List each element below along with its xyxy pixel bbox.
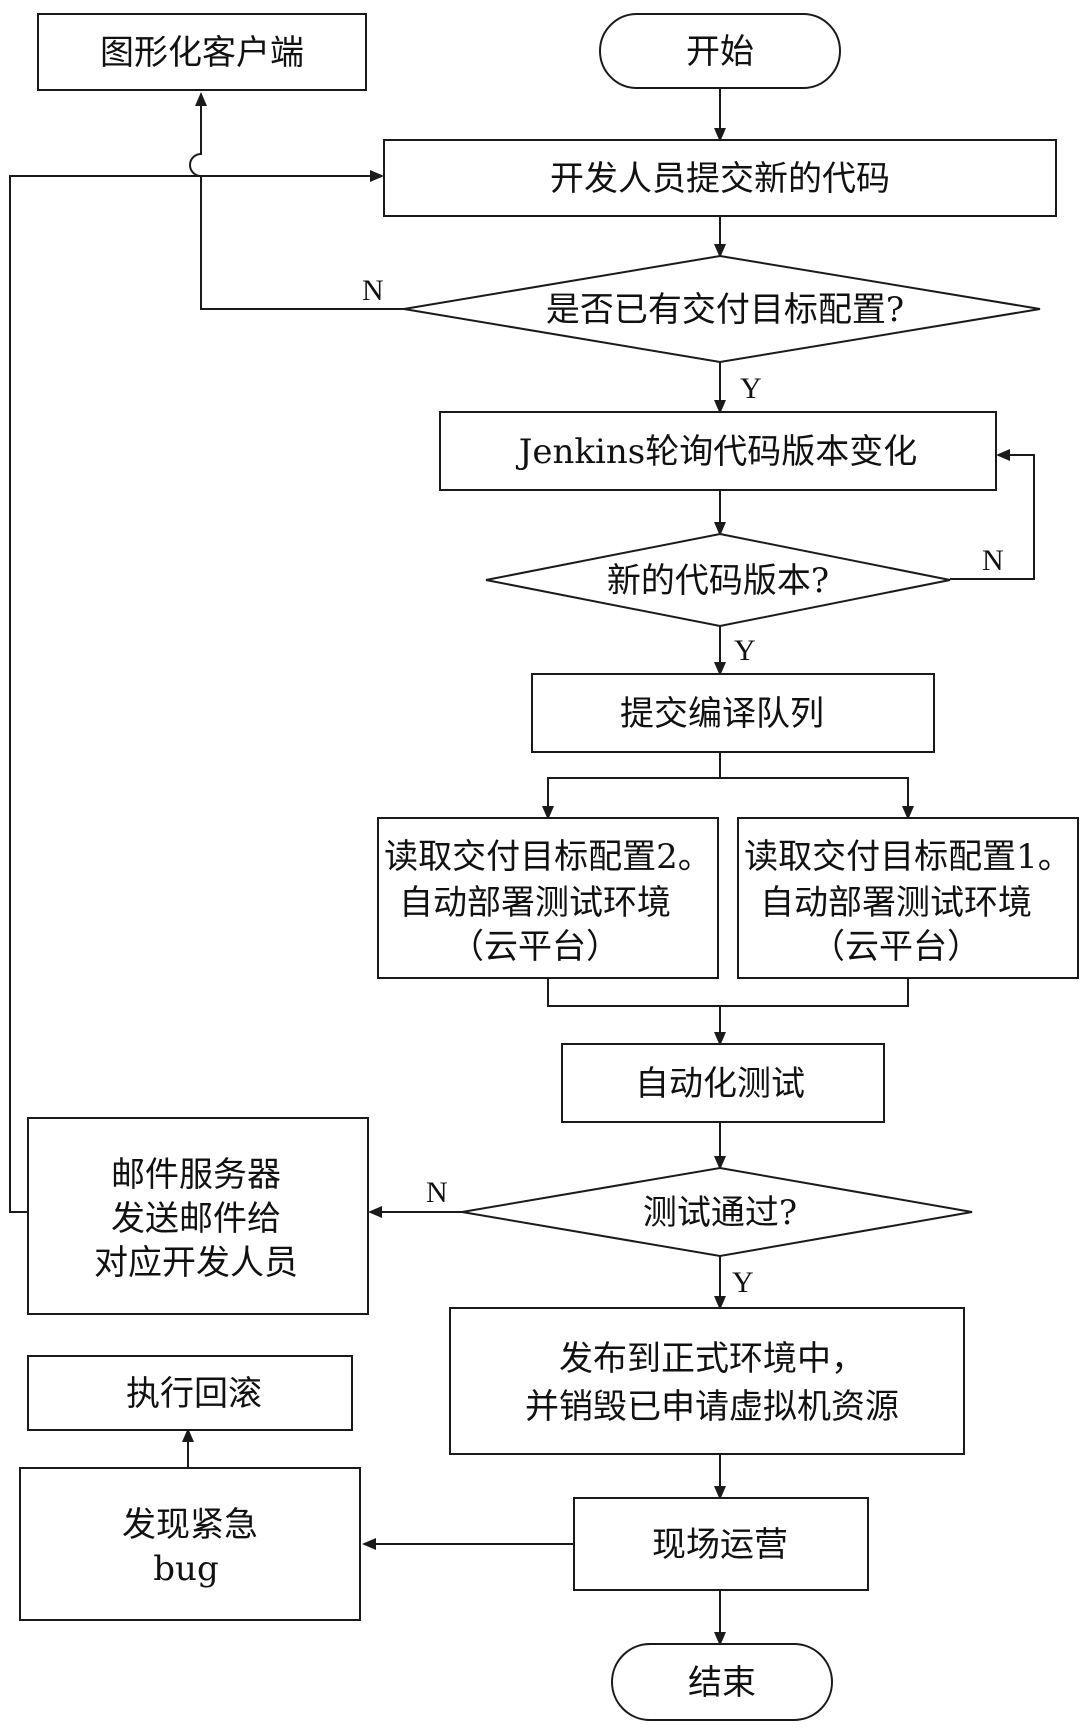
new-version-label: 新的代码版本?	[607, 561, 829, 601]
rollback-node: 执行回滚	[27, 1355, 353, 1431]
release-node: 发布到正式环境中， 并销毁已申请虚拟机资源	[449, 1307, 965, 1455]
deploy-config2-line-3: （云平台）	[450, 927, 620, 967]
submit-queue-label: 提交编译队列	[620, 694, 824, 734]
gui-client-node: 图形化客户端	[37, 13, 367, 91]
has-target-config-label: 是否已有交付目标配置?	[546, 290, 904, 330]
edge-version-no-loop	[950, 449, 1035, 580]
dev-commit-label: 开发人员提交新的代码	[550, 159, 890, 199]
edge-queue-to-deploy1	[720, 777, 914, 820]
operation-label: 现场运营	[652, 1525, 788, 1565]
edge-deploy-merge	[547, 978, 909, 1007]
edge-labels: N Y N Y N Y	[362, 274, 1004, 1299]
edge-mail-to-commit	[9, 170, 384, 1213]
version-yes-label: Y	[734, 634, 756, 667]
urgent-bug-line-1: 发现紧急	[122, 1505, 258, 1545]
submit-queue-node: 提交编译队列	[531, 673, 935, 753]
test-no-label: N	[426, 1176, 448, 1209]
deploy-config1-line-1: 读取交付目标配置1。	[744, 837, 1072, 877]
start-label: 开始	[686, 32, 754, 72]
end-node: 结束	[611, 1643, 833, 1721]
version-no-label: N	[982, 544, 1004, 577]
deploy-config2-node: 读取交付目标配置2。 自动部署测试环境 （云平台）	[377, 817, 719, 979]
urgent-bug-node: 发现紧急 bug	[19, 1467, 361, 1621]
config-no-label: N	[362, 274, 384, 307]
edges	[9, 88, 1035, 1646]
jenkins-poll-label: Jenkins轮询代码版本变化	[516, 432, 917, 472]
urgent-bug-line-2: bug	[153, 1549, 218, 1589]
test-yes-label: Y	[732, 1266, 754, 1299]
test-pass-decision: 测试通过?	[461, 1166, 973, 1258]
release-line-2: 并销毁已申请虚拟机资源	[525, 1387, 899, 1427]
deploy-config2-line-2: 自动部署测试环境	[399, 883, 671, 923]
start-node: 开始	[599, 13, 841, 89]
test-pass-label: 测试通过?	[643, 1193, 797, 1233]
dev-commit-node: 开发人员提交新的代码	[383, 139, 1057, 217]
edge-queue-to-deploy2	[542, 752, 721, 820]
rollback-label: 执行回滚	[126, 1374, 262, 1414]
has-target-config-decision: 是否已有交付目标配置?	[403, 254, 1041, 364]
mail-line-3: 对应开发人员	[94, 1243, 298, 1283]
deploy-config1-node: 读取交付目标配置1。 自动部署测试环境 （云平台）	[737, 817, 1079, 979]
config-yes-label: Y	[740, 372, 762, 405]
new-version-decision: 新的代码版本?	[485, 532, 951, 628]
end-label: 结束	[688, 1663, 756, 1703]
deploy-config2-line-1: 读取交付目标配置2。	[384, 837, 712, 877]
auto-test-label: 自动化测试	[635, 1064, 805, 1104]
mail-node: 邮件服务器 发送邮件给 对应开发人员	[27, 1117, 369, 1315]
gui-client-label: 图形化客户端	[100, 33, 304, 73]
auto-test-node: 自动化测试	[561, 1043, 885, 1123]
deploy-config1-line-3: （云平台）	[811, 927, 981, 967]
mail-line-1: 邮件服务器	[111, 1155, 281, 1195]
operation-node: 现场运营	[573, 1497, 869, 1591]
release-line-1: 发布到正式环境中，	[559, 1339, 865, 1379]
jenkins-poll-node: Jenkins轮询代码版本变化	[439, 411, 997, 491]
mail-line-2: 发送邮件给	[111, 1199, 281, 1239]
deploy-config1-line-2: 自动部署测试环境	[760, 883, 1032, 923]
